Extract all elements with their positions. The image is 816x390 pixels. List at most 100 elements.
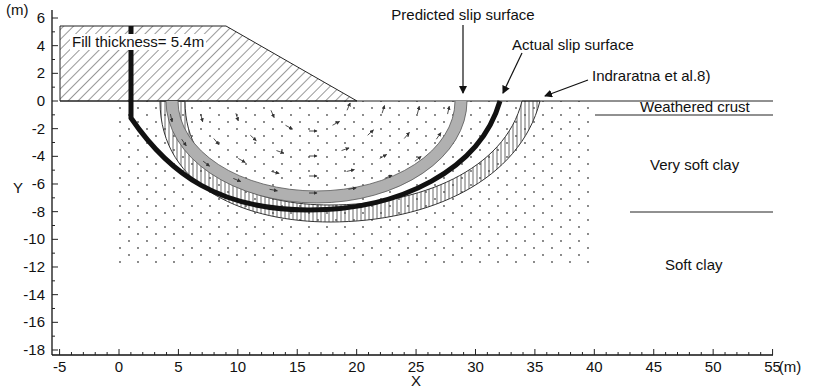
- tick: [52, 170, 55, 171]
- tick: [344, 352, 345, 355]
- tick: [52, 308, 55, 309]
- indraratna-slip-band: [160, 101, 540, 222]
- tick: [271, 171, 279, 173]
- tick: [52, 156, 58, 157]
- callout-label: Predicted slip surface: [391, 7, 534, 23]
- tick: [499, 352, 500, 355]
- tick-label: -4: [32, 148, 45, 164]
- tick: [52, 59, 55, 60]
- tick: [270, 189, 278, 191]
- callout-label: Indraratna et al.8): [592, 68, 710, 84]
- tick: [380, 154, 387, 158]
- tick-label: 15: [289, 359, 306, 375]
- tick: [83, 352, 84, 355]
- tick: [404, 132, 409, 138]
- tick: [629, 352, 630, 355]
- tick: [427, 352, 428, 355]
- tick: [297, 349, 298, 355]
- tick-label: -12: [23, 259, 45, 275]
- leader-arrow: [462, 25, 463, 93]
- tick-label: 6: [37, 10, 45, 26]
- y-axis: [51, 10, 52, 355]
- tick-label: -2: [32, 121, 45, 137]
- tick: [546, 352, 547, 355]
- tick: [154, 352, 155, 355]
- tick: [52, 183, 58, 184]
- tick: [392, 352, 393, 355]
- tick: [130, 352, 131, 355]
- tick: [448, 106, 450, 114]
- tick: [237, 349, 238, 355]
- tick: [201, 114, 203, 122]
- tick: [332, 352, 333, 355]
- predicted-slip-edge: [178, 101, 455, 191]
- tick: [52, 114, 55, 115]
- tick: [333, 121, 340, 125]
- tick: [641, 352, 642, 355]
- tick: [225, 352, 226, 355]
- tick: [214, 352, 215, 355]
- tick: [271, 110, 274, 117]
- tick: [250, 135, 256, 140]
- tick: [368, 352, 369, 355]
- tick-label: 40: [586, 359, 603, 375]
- tick: [52, 73, 58, 74]
- tick-label: 10: [229, 359, 246, 375]
- tick: [52, 349, 58, 350]
- tick: [606, 352, 607, 355]
- leader-arrow: [503, 53, 522, 93]
- tick: [380, 352, 381, 355]
- tick: [233, 178, 240, 181]
- tick: [236, 113, 238, 121]
- fill-label: Fill thickness= 5.4m: [70, 34, 206, 50]
- tick: [249, 352, 250, 355]
- tick: [347, 170, 355, 172]
- tick-label: 5: [174, 359, 182, 375]
- tick: [203, 161, 209, 166]
- tick: [368, 130, 374, 135]
- tick: [52, 87, 55, 88]
- tick-label: -16: [23, 314, 45, 330]
- tick: [618, 352, 619, 355]
- tick: [166, 352, 167, 355]
- tick-label: 2: [37, 65, 45, 81]
- tick-label: -14: [23, 287, 45, 303]
- tick-label: 50: [705, 359, 722, 375]
- tick: [463, 352, 464, 355]
- tick: [178, 349, 179, 355]
- tick: [71, 352, 72, 355]
- tick: [511, 352, 512, 355]
- tick: [382, 106, 384, 114]
- tick: [52, 266, 58, 267]
- tick: [321, 352, 322, 355]
- tick: [309, 193, 317, 194]
- tick: [276, 151, 284, 154]
- tick: [52, 294, 58, 295]
- tick: [52, 322, 58, 323]
- tick-label: -5: [53, 359, 66, 375]
- axis-ticks: [52, 18, 773, 355]
- tick: [487, 352, 488, 355]
- tick: [285, 125, 292, 129]
- axis-title: X: [411, 373, 421, 389]
- tick: [677, 352, 678, 355]
- tick: [713, 349, 714, 355]
- tick: [52, 101, 58, 102]
- x-axis: [52, 354, 773, 355]
- layer-label: Soft clay: [665, 257, 723, 273]
- tick: [348, 188, 356, 190]
- tick-label: 0: [37, 93, 45, 109]
- tick: [309, 156, 317, 157]
- tick: [170, 114, 172, 122]
- tick: [52, 253, 55, 254]
- tick: [748, 352, 749, 355]
- tick: [665, 352, 666, 355]
- tick-label: 20: [348, 359, 365, 375]
- tick: [142, 352, 143, 355]
- tick: [725, 352, 726, 355]
- tick: [689, 352, 690, 355]
- tick: [52, 142, 55, 143]
- tick: [52, 197, 55, 198]
- tick: [653, 349, 654, 355]
